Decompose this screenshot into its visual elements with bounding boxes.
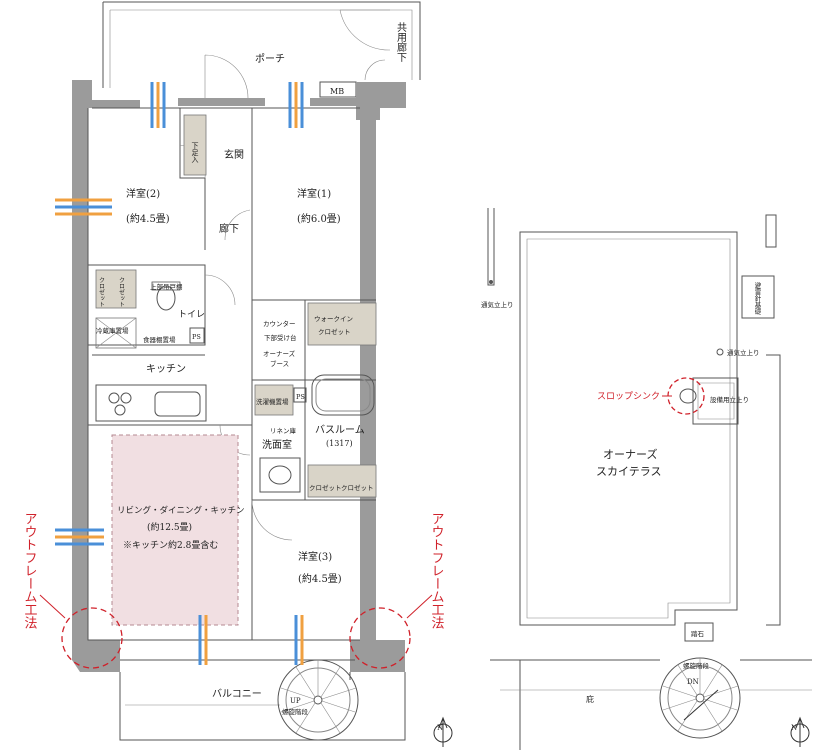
label-terrace-2: スカイテラス bbox=[596, 465, 662, 478]
fixtures bbox=[95, 281, 375, 493]
north-arrow-icon: N bbox=[790, 716, 810, 747]
label-up: UP bbox=[290, 697, 301, 705]
label-closet-b: クロゼット bbox=[118, 277, 125, 307]
label-lightning: 避雷針基礎 bbox=[753, 281, 761, 316]
balcony-area bbox=[119, 659, 406, 741]
label-room2-name: 洋室(2) bbox=[126, 187, 160, 200]
label-closet-a: クロゼット bbox=[98, 277, 105, 307]
storage-areas bbox=[95, 114, 377, 498]
svg-text:N: N bbox=[437, 724, 443, 732]
label-vent-stack: 通気立上り bbox=[481, 300, 514, 309]
label-dn: DN bbox=[687, 678, 699, 686]
label-owners-booth-1: オーナーズ bbox=[263, 349, 296, 358]
label-walkin-1: ウォークイン bbox=[314, 315, 353, 323]
label-room1-size: (約6.0畳) bbox=[297, 212, 341, 225]
label-room3-name: 洋室(3) bbox=[298, 550, 332, 563]
label-ldk-note: ※キッチン約2.8畳含む bbox=[123, 539, 218, 551]
roof-outline bbox=[487, 208, 812, 750]
label-vent-rise: 通気立上り bbox=[727, 348, 760, 357]
airflow-arrows bbox=[55, 82, 304, 665]
label-stepping-stone: 踏石 bbox=[691, 629, 705, 638]
label-washroom: 洗面室 bbox=[262, 438, 292, 451]
label-entrance: 玄関 bbox=[224, 148, 244, 161]
label-eaves: 庇 bbox=[586, 694, 594, 704]
label-hallway: 廊下 bbox=[219, 222, 239, 235]
label-toilet: トイレ bbox=[178, 310, 205, 320]
svg-text:N: N bbox=[791, 724, 797, 732]
slop-sink-marker bbox=[662, 377, 705, 415]
label-shoe-storage: 下足入 bbox=[191, 142, 199, 163]
label-room3-size: (約4.5畳) bbox=[298, 572, 342, 585]
label-bathroom: バスルーム bbox=[315, 424, 365, 436]
label-closet-c: クロゼット bbox=[309, 483, 342, 492]
label-walkin-2: クロゼット bbox=[318, 327, 351, 336]
label-slop-sink: スロップシンク bbox=[597, 391, 660, 402]
outframe-markers bbox=[39, 594, 433, 669]
label-room2-size: (約4.5畳) bbox=[126, 212, 170, 225]
label-closet-d: クロゼット bbox=[341, 483, 374, 492]
label-terrace-1: オーナーズ bbox=[603, 447, 657, 461]
label-kitchen: キッチン bbox=[146, 363, 186, 375]
label-fridge-space: 冷蔵庫置場 bbox=[96, 326, 129, 335]
label-room1-name: 洋室(1) bbox=[297, 187, 331, 200]
label-outframe-left: アウトフレーム工法 bbox=[22, 512, 38, 629]
label-mb: MB bbox=[330, 87, 344, 96]
label-ps-1: PS bbox=[192, 333, 201, 341]
label-ldk-size: (約12.5畳) bbox=[147, 521, 192, 533]
label-equipment-rise: 設備用立上り bbox=[710, 395, 749, 404]
ldk-area bbox=[111, 434, 239, 626]
interior-walls bbox=[87, 107, 376, 641]
label-owners-booth-2: ブース bbox=[270, 359, 289, 368]
label-spiral-stairs-left: 螺旋階段 bbox=[282, 707, 309, 716]
north-arrow-icon: N bbox=[433, 716, 453, 747]
label-upper-cabinet: 上部吊戸棚 bbox=[150, 282, 183, 291]
label-common-corridor: 共用廊下 bbox=[395, 22, 407, 63]
label-shoe-shelf: 下部受け台 bbox=[264, 333, 297, 342]
label-balcony: バルコニー bbox=[212, 688, 262, 700]
label-ldk-name: リビング・ダイニング・キッチン bbox=[117, 505, 245, 516]
label-bath-size: (1317) bbox=[326, 439, 353, 448]
label-cupboard-space: 食器棚置場 bbox=[143, 335, 176, 344]
label-porch: ポーチ bbox=[255, 53, 285, 65]
label-washer-space: 洗濯機置場 bbox=[256, 397, 289, 406]
label-outframe-right: アウトフレーム工法 bbox=[429, 512, 445, 629]
label-linen-shelf: リネン庫 bbox=[270, 426, 297, 435]
label-spiral-stairs-right: 螺旋階段 bbox=[683, 661, 710, 670]
label-counter: カウンター bbox=[263, 319, 296, 328]
label-ps-2: PS bbox=[296, 393, 305, 401]
